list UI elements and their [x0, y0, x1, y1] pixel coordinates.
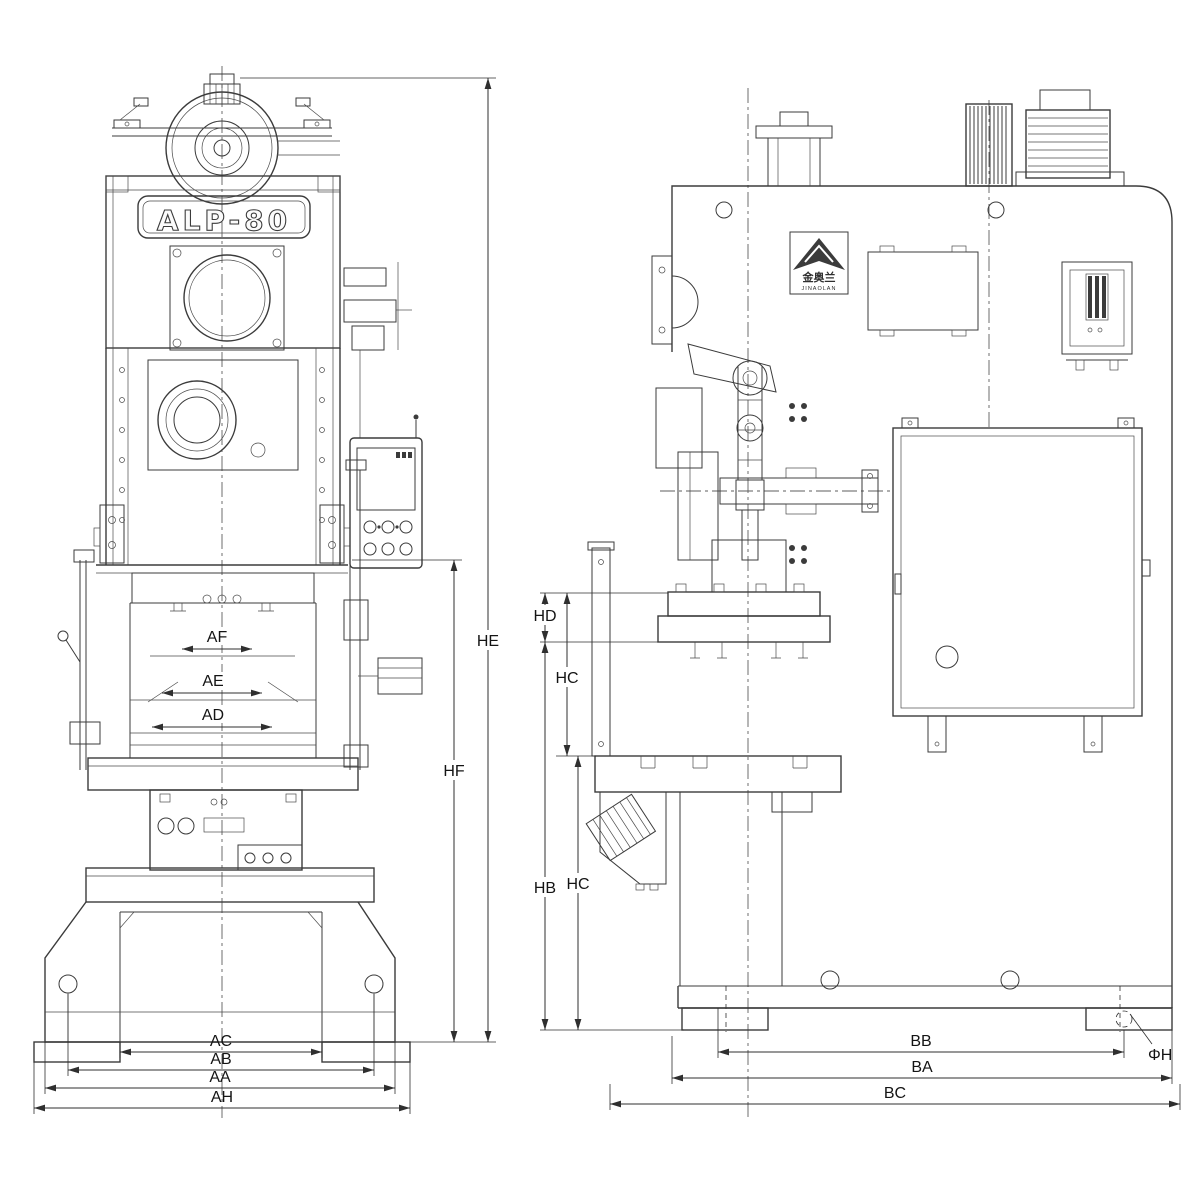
- dim-label-hf: HF: [443, 763, 465, 780]
- panel-button: [399, 520, 413, 534]
- valve-panel: [237, 844, 303, 871]
- lever-knob: [57, 630, 69, 642]
- front-right-dimensions: [240, 77, 496, 1043]
- dim-label-bc: BC: [884, 1085, 906, 1102]
- foot-pad: [681, 1007, 769, 1031]
- die-set: [657, 539, 831, 659]
- flywheel: [165, 73, 340, 205]
- antenna: [413, 414, 419, 420]
- dim-label-aa: AA: [209, 1069, 231, 1086]
- dim-label-hc-lower: HC: [566, 876, 589, 893]
- pedestal-mount: [755, 111, 833, 187]
- linkage-mechanism: [651, 255, 807, 564]
- base-plate: [85, 867, 375, 903]
- die-space: [130, 655, 316, 746]
- side-bottom-dimensions: [609, 1008, 1181, 1110]
- panel-button: [363, 542, 377, 556]
- dim-label-ah: AH: [211, 1089, 233, 1106]
- dim-label-ab: AB: [210, 1051, 231, 1068]
- anchor-hole: [1115, 1010, 1133, 1028]
- bolt-hole: [715, 201, 733, 219]
- top-mount-bar: [112, 97, 332, 137]
- dim-label-he: HE: [477, 633, 499, 650]
- right-cylinder: [343, 459, 369, 770]
- cabinet-handle: [894, 573, 902, 595]
- logo-mark: [793, 238, 845, 270]
- left-cylinder: [57, 549, 101, 770]
- dim-label-bb: BB: [910, 1033, 931, 1050]
- belt-pulley: [965, 103, 1013, 187]
- logo-plate: 金奥兰 JINAOLAN: [789, 231, 849, 295]
- panel-button: [399, 542, 413, 556]
- panel-screen: [356, 447, 416, 511]
- anchor-bolt: [820, 970, 840, 990]
- slide-ram: [96, 564, 348, 758]
- guide-bar: [587, 541, 615, 757]
- dim-label-ad: AD: [202, 707, 224, 724]
- dimension-labels: AF AE AD AC AB AA AH HE HF HD HC HB HC B…: [196, 605, 1172, 1106]
- dim-label-phi-h: ΦH: [1148, 1047, 1172, 1064]
- phi-leader: [1129, 1013, 1153, 1045]
- side-view: 金奥兰 JINAOLAN: [540, 88, 1181, 1118]
- front-view: ALP-80: [33, 66, 496, 1118]
- anchor-bolt: [1000, 970, 1020, 990]
- bolt-hole: [987, 201, 1005, 219]
- foot-pad: [33, 1041, 121, 1063]
- crank-cover: [169, 245, 285, 351]
- dim-label-hd: HD: [533, 608, 556, 625]
- feeder-bracket: [585, 792, 667, 891]
- body-columns: [105, 348, 341, 565]
- side-left-dimensions: [540, 592, 684, 1031]
- gear-housing: [147, 359, 299, 471]
- foot-pad: [321, 1041, 411, 1063]
- dim-label-hc-upper: HC: [555, 670, 578, 687]
- foot-pad: [1085, 1007, 1173, 1031]
- crown-housing: [105, 175, 341, 349]
- die-dimensions: [152, 645, 272, 731]
- drive-unit: [1061, 261, 1133, 371]
- logo-title: 金奥兰: [802, 270, 836, 284]
- anchor-bolt: [364, 974, 384, 994]
- clamp-arm: [719, 467, 879, 515]
- panel-button: [381, 520, 395, 534]
- counter-box: [867, 245, 979, 337]
- front-bottom-dimensions: [33, 994, 411, 1114]
- dim-label-hb: HB: [534, 880, 556, 897]
- model-plate: ALP-80: [137, 195, 311, 239]
- dim-label-ae: AE: [202, 673, 223, 690]
- logo-subtitle: JINAOLAN: [802, 286, 837, 292]
- dim-label-af: AF: [207, 629, 228, 646]
- control-panel: [349, 414, 423, 569]
- side-bolster: [594, 755, 842, 813]
- bolster-bed: [87, 757, 359, 791]
- anchor-bolt: [58, 974, 78, 994]
- limit-switch-assembly: [343, 262, 412, 438]
- panel-button: [381, 542, 395, 556]
- side-base: [681, 970, 1173, 1045]
- motor: [1015, 89, 1125, 187]
- panel-button: [363, 520, 377, 534]
- dim-label-ba: BA: [911, 1059, 933, 1076]
- dim-label-ac: AC: [210, 1033, 232, 1050]
- electrical-cabinet: [892, 417, 1151, 753]
- model-plate-label: ALP-80: [157, 204, 291, 237]
- lower-body: [149, 789, 303, 871]
- junction-box: [358, 657, 423, 695]
